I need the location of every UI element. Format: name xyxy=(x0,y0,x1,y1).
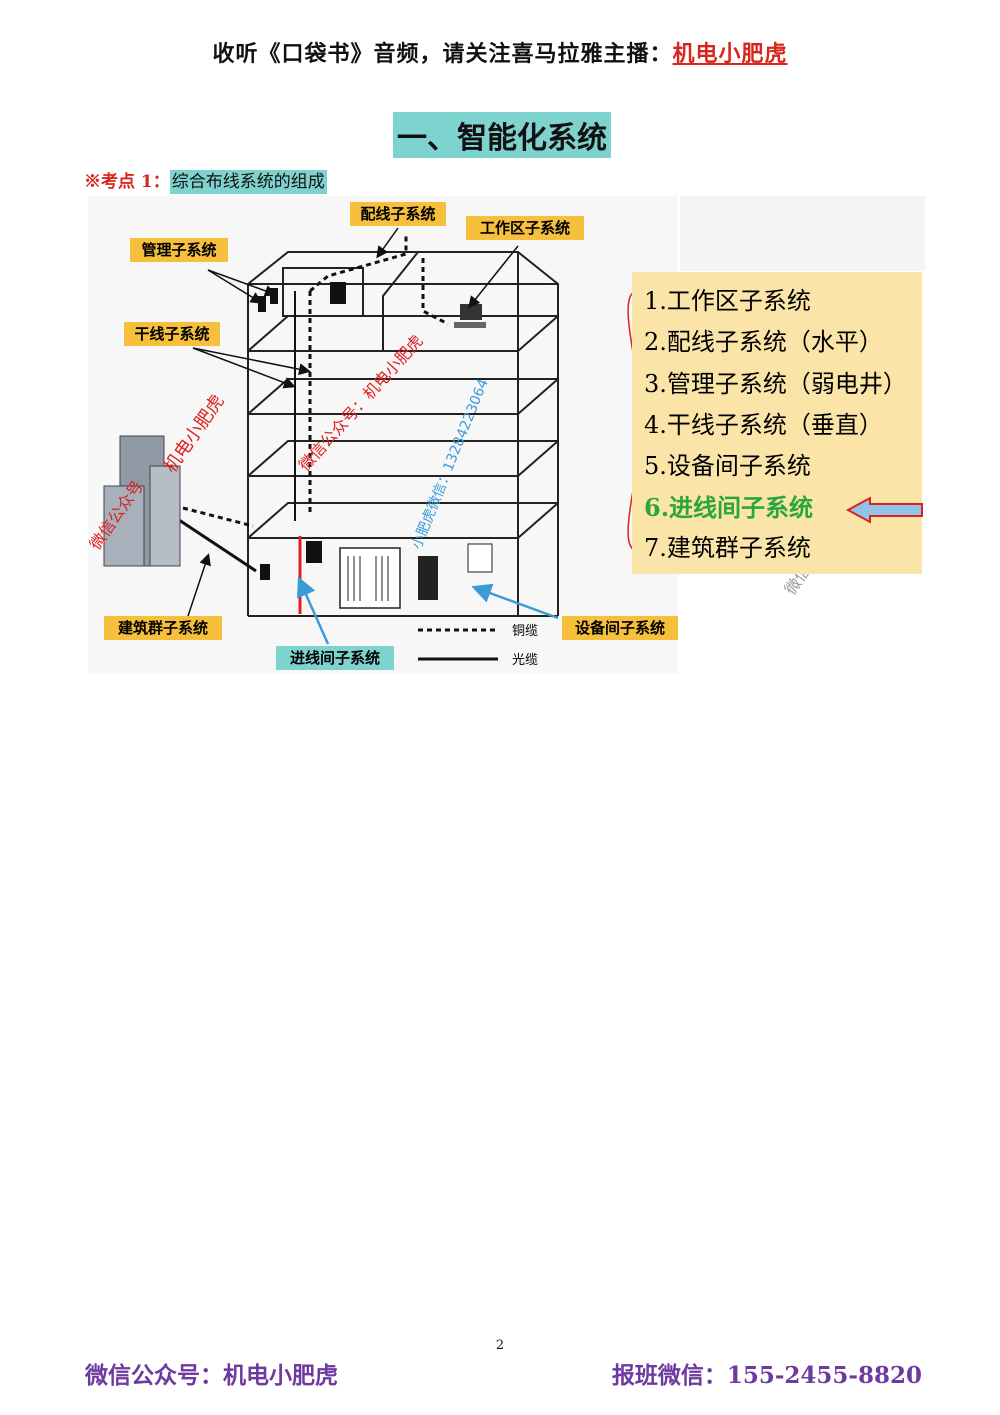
label-guanli: 管理子系统 xyxy=(130,238,228,262)
kaodian-label: ※考点 1： xyxy=(84,172,170,192)
label-peixian-text: 配线子系统 xyxy=(360,205,435,223)
cabling-diagram: 配线子系统 工作区子系统 管理子系统 干线子系统 建筑群子系统 设备间子系统 进… xyxy=(88,196,925,674)
page-number: 2 xyxy=(495,1338,505,1353)
label-guanli-text: 管理子系统 xyxy=(141,241,216,259)
section-title: 一、智能化系统 xyxy=(393,112,611,158)
list-item-3: 3.管理子系统（弱电井） xyxy=(644,370,907,398)
kaodian-line: ※考点 1：综合布线系统的组成 xyxy=(84,167,327,194)
management-panel xyxy=(258,296,266,312)
list-item-2: 2.配线子系统（水平） xyxy=(644,328,883,356)
rack-slots xyxy=(347,556,389,601)
campus-buildings-icon xyxy=(103,435,181,567)
label-gongzuoqu-text: 工作区子系统 xyxy=(480,219,570,237)
list-item-4: 4.干线子系统（垂直） xyxy=(644,411,883,439)
page-header: 收听《口袋书》音频，请关注喜马拉雅主播：机电小肥虎 xyxy=(0,36,1000,68)
label-ganxian: 干线子系统 xyxy=(124,322,220,346)
label-peixian: 配线子系统 xyxy=(350,202,446,226)
copper-cable-lines xyxy=(182,236,449,528)
label-gongzuoqu: 工作区子系统 xyxy=(466,216,584,240)
header-prefix: 收听《口袋书》音频，请关注喜马拉雅主播： xyxy=(212,41,673,67)
pointer-arrows xyxy=(187,227,519,617)
panel-top-area xyxy=(680,196,925,271)
label-shebeijian-text: 设备间子系统 xyxy=(575,619,665,637)
legend-copper: 铜缆 xyxy=(512,623,538,639)
building-structure xyxy=(247,251,559,617)
cable-legend: 铜缆 光缆 xyxy=(418,623,538,668)
entrance-room-arrow xyxy=(296,576,330,645)
list-item-1: 1.工作区子系统 xyxy=(644,287,811,315)
subsystem-list-panel xyxy=(632,272,922,574)
list-item-6: 6.进线间子系统 xyxy=(644,493,813,522)
label-jianzhuqun-text: 建筑群子系统 xyxy=(118,619,208,637)
footer-wechat-account: 微信公众号：机电小肥虎 xyxy=(85,1362,338,1389)
label-jianzhuqun: 建筑群子系统 xyxy=(104,616,222,640)
top-floor-box xyxy=(330,282,346,304)
entrance-panel xyxy=(260,564,270,580)
label-jinxianjian: 进线间子系统 xyxy=(276,646,394,670)
label-ganxian-text: 干线子系统 xyxy=(134,325,209,343)
fiber-campus-line xyxy=(172,514,257,573)
legend-fiber: 光缆 xyxy=(512,652,538,668)
server-tower xyxy=(418,556,438,600)
list-item-7: 7.建筑群子系统 xyxy=(644,534,811,562)
equipment-box xyxy=(306,541,322,563)
footer-enroll-wechat: 报班微信：155-2455-8820 xyxy=(611,1362,922,1389)
label-jinxianjian-text: 进线间子系统 xyxy=(290,649,380,667)
ground-floor-door xyxy=(467,543,493,573)
management-panel-2 xyxy=(270,288,278,304)
highlight-arrow-icon xyxy=(845,496,923,524)
equipment-room-arrow xyxy=(471,583,559,620)
kaodian-topic: 综合布线系统的组成 xyxy=(169,170,327,194)
label-shebeijian: 设备间子系统 xyxy=(562,616,678,640)
equipment-rack xyxy=(339,547,401,609)
list-item-5: 5.设备间子系统 xyxy=(644,452,811,480)
header-brand-link[interactable]: 机电小肥虎 xyxy=(672,41,788,67)
